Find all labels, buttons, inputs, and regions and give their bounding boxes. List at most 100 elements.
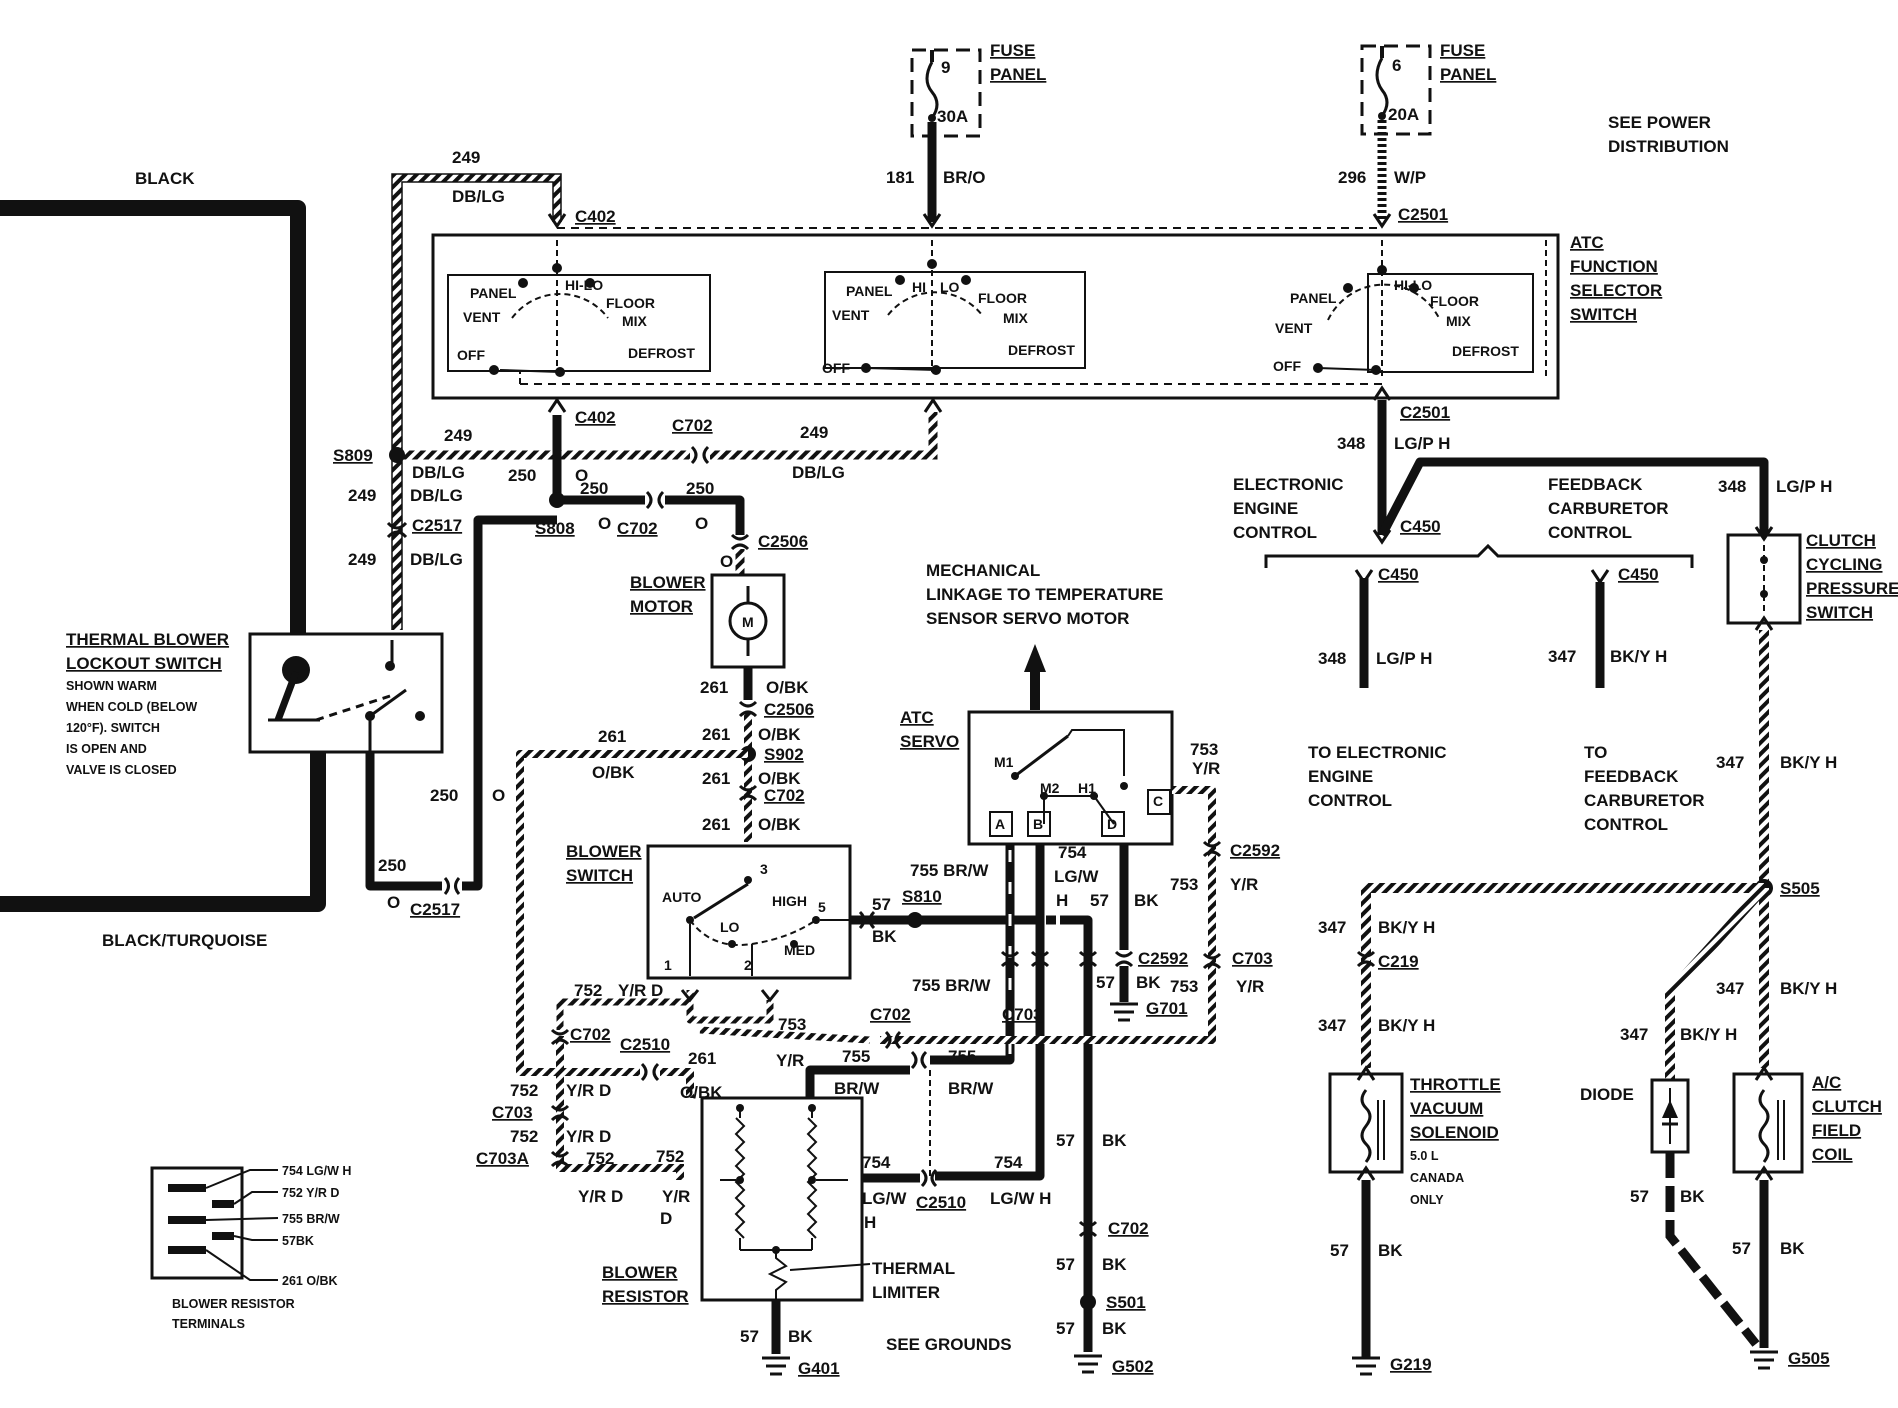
terminals-caption-1: BLOWER RESISTOR <box>172 1297 295 1311</box>
throttle-note-3: ONLY <box>1410 1193 1444 1207</box>
label-obk-d: O/BK <box>758 815 801 834</box>
linkage-arrow-head <box>1024 644 1046 672</box>
label-o-a: O <box>575 466 588 485</box>
label-brw-b: BR/W <box>948 1079 994 1098</box>
label-bkyh-e: BK/Y H <box>1680 1025 1737 1044</box>
ground-g401 <box>762 1356 790 1376</box>
label-57-servo: 57 <box>1090 891 1109 910</box>
connector-label-c2506-a: C2506 <box>758 532 808 551</box>
servo-label-1: ATC <box>900 708 934 727</box>
blower-switch-med: MED <box>784 942 815 958</box>
label-wp: W/P <box>1394 168 1426 187</box>
label-348-b: 348 <box>1718 477 1746 496</box>
fuse-9 <box>910 48 982 138</box>
splice-label-s505: S505 <box>1780 879 1820 898</box>
connector-label-c702-752: C702 <box>570 1025 611 1044</box>
blower-switch-label-2: SWITCH <box>566 866 633 885</box>
wire-752-753-switch <box>556 990 871 1044</box>
label-348-a: 348 <box>1337 434 1365 453</box>
label-h-servo: H <box>1056 891 1068 910</box>
label-yrd-c: Y/R D <box>566 1127 611 1146</box>
connector-c2517-upper <box>386 521 408 539</box>
connector-switch-out-b <box>760 989 780 1003</box>
ac-clutch-3: FIELD <box>1812 1121 1861 1140</box>
thermal-desc-3: 120°F). SWITCH <box>66 721 160 735</box>
label-bk-c: BK <box>1102 1131 1127 1150</box>
atc1-off: OFF <box>457 347 485 363</box>
label-yr-b: Y/R <box>1230 875 1258 894</box>
connector-c702-57 <box>1078 1220 1098 1238</box>
label-obk-c: O/BK <box>758 769 801 788</box>
connector-c402-bottom <box>547 397 567 413</box>
fuse-6 <box>1360 44 1432 136</box>
mechanical-2: LINKAGE TO TEMPERATURE <box>926 585 1163 604</box>
connector-label-c703-left: C703 <box>492 1103 533 1122</box>
label-d-e: D <box>660 1209 672 1228</box>
label-752-a: 752 <box>574 981 602 1000</box>
label-yrd-b: Y/R D <box>566 1081 611 1100</box>
label-yrd-d: Y/R D <box>578 1187 623 1206</box>
fcc-3: CONTROL <box>1548 523 1632 542</box>
atc3-defrost: DEFROST <box>1452 343 1519 359</box>
connector-label-c2510-b: C2510 <box>916 1193 966 1212</box>
eec-1: ELECTRONIC <box>1233 475 1344 494</box>
label-bkyh-d: BK/Y H <box>1378 1016 1435 1035</box>
atc-subswitch-1 <box>447 240 711 377</box>
label-249-c: 249 <box>348 486 376 505</box>
wire-348 <box>1359 400 1769 688</box>
connector-label-c2517-upper: C2517 <box>412 516 462 535</box>
splice-s501 <box>1080 1294 1096 1310</box>
mechanical-1: MECHANICAL <box>926 561 1040 580</box>
ground-label-g401: G401 <box>798 1359 840 1378</box>
connector-label-c450-a: C450 <box>1400 517 1441 536</box>
label-755-servo: 755 BR/W <box>910 861 989 880</box>
label-yr-a: Y/R <box>1192 759 1220 778</box>
label-dblg-c: DB/LG <box>410 486 463 505</box>
splice-s809 <box>389 447 405 463</box>
connector-label-c2517-lower: C2517 <box>410 900 460 919</box>
terminals-caption-2: TERMINALS <box>172 1317 245 1331</box>
clutch-switch-2: CYCLING <box>1806 555 1883 574</box>
label-57-diode: 57 <box>1630 1187 1649 1206</box>
connector-label-c702-a: C702 <box>617 519 658 538</box>
label-bkyh-a: BK/Y H <box>1610 647 1667 666</box>
splice-label-s501: S501 <box>1106 1293 1146 1312</box>
connector-label-c702-753: C702 <box>870 1005 911 1024</box>
connector-c703-752 <box>550 1104 570 1122</box>
blower-resistor-label-1: BLOWER <box>602 1263 678 1282</box>
label-bk-e: BK <box>1102 1319 1127 1338</box>
label-261-a: 261 <box>700 678 728 697</box>
connector-c2592-b <box>1114 950 1134 968</box>
blower-motor-label-1: BLOWER <box>630 573 706 592</box>
atc2-lo: LO <box>940 279 960 295</box>
label-dblg-d: DB/LG <box>410 550 463 569</box>
throttle-note-2: CANADA <box>1410 1171 1464 1185</box>
atc2-mix: MIX <box>1003 310 1029 326</box>
atc2-hi: HI <box>912 279 926 295</box>
fcc-2: CARBURETOR <box>1548 499 1669 518</box>
blower-switch-p3: 3 <box>760 861 768 877</box>
wire-57-g505 <box>1665 1152 1769 1348</box>
label-754-a: 754 <box>862 1153 891 1172</box>
connector-atc-bottom-2 <box>923 397 943 413</box>
label-bk-g219: BK <box>1378 1241 1403 1260</box>
wire-753 <box>880 786 1216 1044</box>
fuse-9-amp: 30A <box>937 107 968 126</box>
label-752-e: 752 <box>656 1147 684 1166</box>
label-755-servo-2: 755 BR/W <box>912 976 991 995</box>
to-eec-1: TO ELECTRONIC <box>1308 743 1447 762</box>
label-348-c: 348 <box>1318 649 1346 668</box>
eec-fcc-bracket <box>1264 543 1694 568</box>
ac-clutch-field-coil <box>1732 1065 1804 1181</box>
connector-label-c703-servo: C703 <box>1002 1005 1043 1024</box>
blower-motor-label-2: MOTOR <box>630 597 693 616</box>
connector-c2501-top <box>1372 213 1392 229</box>
label-249-d: 249 <box>348 550 376 569</box>
atc1-vent: VENT <box>463 309 501 325</box>
label-yrd-a: Y/R D <box>618 981 663 1000</box>
label-753-c: 753 <box>1170 977 1198 996</box>
ac-clutch-1: A/C <box>1812 1073 1841 1092</box>
connector-label-c402-top: C402 <box>575 207 616 226</box>
fuse-9-number: 9 <box>941 58 950 77</box>
thermal-desc-5: VALVE IS CLOSED <box>66 763 177 777</box>
